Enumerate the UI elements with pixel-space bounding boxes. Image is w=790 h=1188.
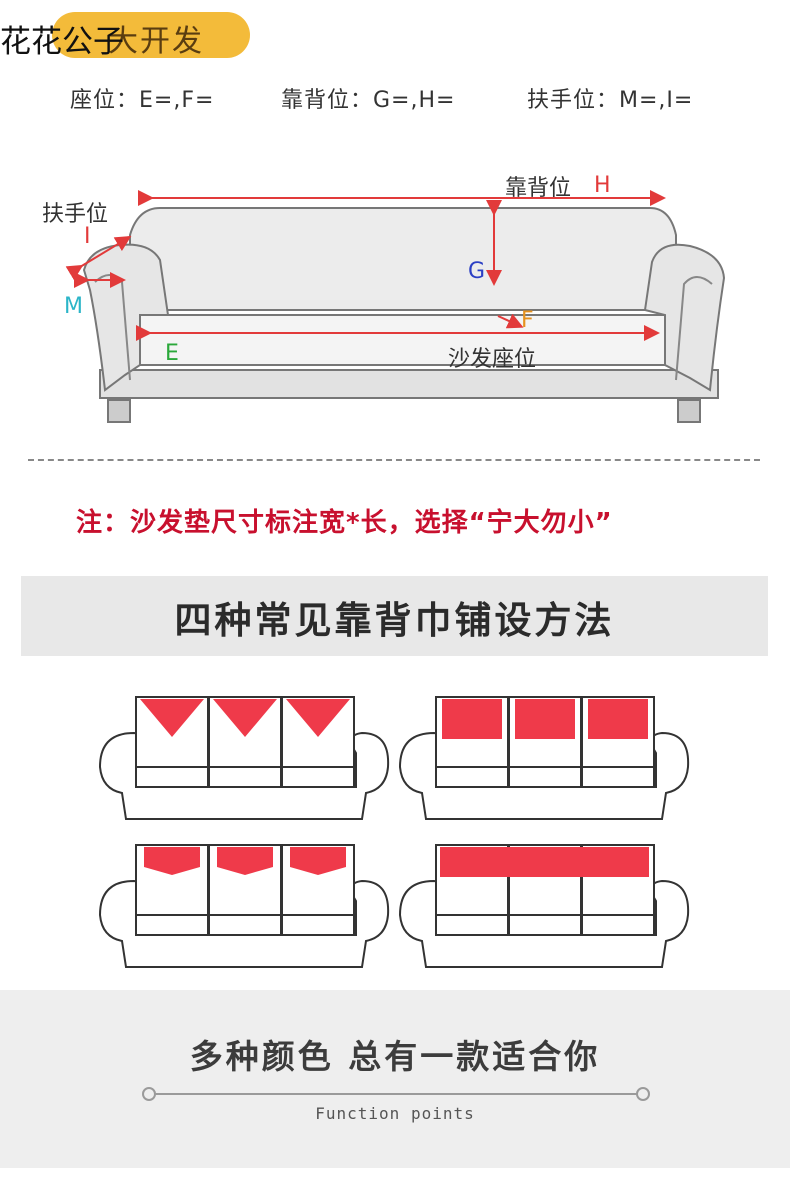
seat-cushion-3-2 (581, 914, 655, 936)
methods-banner (21, 576, 768, 656)
sofa-body-1 (398, 731, 690, 820)
seat-cushion-3-0 (435, 914, 509, 936)
seat-measurement: 座位：E=,F= (70, 88, 215, 113)
seat-cushion-0-1 (208, 766, 282, 788)
letter-m: M (64, 294, 83, 319)
cover-2-2 (290, 847, 346, 875)
cover-1-2 (588, 699, 648, 739)
seat-cushion-2-1 (208, 914, 282, 936)
footer-divider (148, 1093, 642, 1095)
sofa-body-0 (98, 731, 390, 820)
cover-2-1 (217, 847, 273, 875)
back-measurement: 靠背位：G=,H= (281, 88, 456, 113)
arrow-f (497, 313, 524, 329)
methods-title: 四种常见靠背巾铺设方法 (174, 599, 615, 642)
footer-title: 多种颜色 总有一款适合你 (189, 1037, 601, 1076)
sofa-measurement-diagram (65, 190, 726, 423)
letter-h: H (594, 173, 611, 198)
sofa-back (129, 207, 677, 311)
cover-2-0 (144, 847, 200, 875)
sofa-leg-right (677, 399, 701, 423)
cover-3-long (440, 847, 649, 877)
brand-name: 花花公子 (0, 24, 124, 60)
size-note: 注：沙发垫尺寸标注宽*长，选择“宁大勿小” (76, 508, 613, 538)
seat-cushion-1-1 (508, 766, 582, 788)
cover-0-1 (213, 699, 277, 737)
cover-1-0 (442, 699, 502, 739)
seat-cushion-2-2 (281, 914, 355, 936)
sofa-body-2 (98, 879, 390, 968)
armrest-label: 扶手位 (42, 202, 109, 227)
sofa-body-3 (398, 879, 690, 968)
seat-cushion-0-0 (135, 766, 209, 788)
seat-cushion-3-1 (508, 914, 582, 936)
footer-section (0, 990, 790, 1168)
letter-e: E (165, 341, 179, 366)
footer-dot-left (142, 1087, 156, 1101)
seat-cushion-0-2 (281, 766, 355, 788)
sofa-base (99, 369, 719, 399)
sofa-leg-left (107, 399, 131, 423)
armrest-measurement: 扶手位：M=,I= (527, 88, 694, 113)
cover-methods-illustration (98, 696, 690, 968)
back-label: 靠背位 (505, 176, 572, 201)
arrow-i (65, 235, 132, 281)
cover-0-0 (140, 699, 204, 737)
seat-cushion-1-0 (435, 766, 509, 788)
sofa-seat (139, 314, 666, 366)
cover-0-2 (286, 699, 350, 737)
sofa-right-arm (643, 243, 726, 392)
seat-cushion-2-0 (135, 914, 209, 936)
letter-i: I (84, 224, 91, 249)
letter-f: F (521, 308, 534, 333)
cover-1-1 (515, 699, 575, 739)
section-divider (28, 459, 760, 461)
footer-dot-right (636, 1087, 650, 1101)
brand-tagline: 大开发 (108, 24, 204, 59)
seat-cushion-1-2 (581, 766, 655, 788)
footer-subtitle: Function points (315, 1104, 475, 1123)
brand-badge (52, 12, 250, 58)
seat-label: 沙发座位 (448, 347, 537, 372)
letter-g: G (468, 259, 486, 284)
